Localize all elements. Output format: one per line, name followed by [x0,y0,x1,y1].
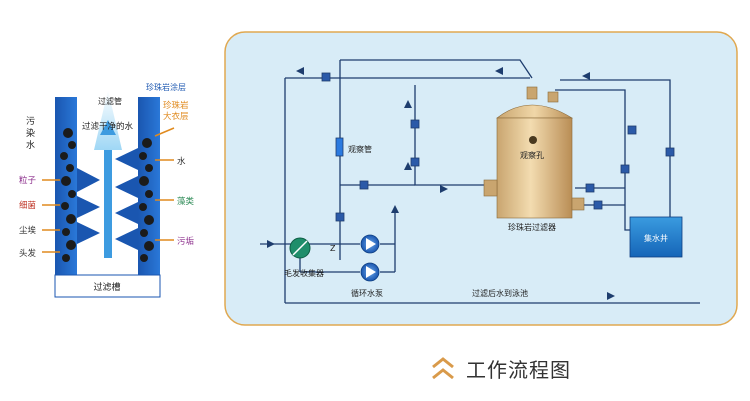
arrow-left-icon [296,67,304,75]
left-pointer-lines [42,179,60,253]
right-pointer-lines [154,127,175,241]
valve-icon [335,212,345,222]
flow-arrows [267,67,615,300]
label-perlite-coat-2: 大衣层 [163,111,189,122]
z-mark: Z [330,244,336,253]
label-particle: 粒子 [19,175,37,186]
valve-icon [321,72,331,82]
label-perlite-coat-1: 珍珠岩 [163,100,189,111]
valve-icon [410,119,420,129]
arrow-left-icon [582,72,590,80]
dirty-water-char-1: 污 [26,115,35,127]
observation-tube-label: 观察管 [348,144,372,154]
pipes [260,59,700,304]
label-dirt: 污垢 [177,236,195,247]
label-bacteria: 细菌 [19,200,36,211]
observation-hole-label: 观察孔 [520,150,544,160]
valve-icon [585,183,595,193]
left-filter-diagram: 过滤槽 过滤管 过滤干净的水 [19,82,195,298]
label-hair: 头发 [19,248,37,259]
circulation-pump-label: 循环水泵 [351,288,383,298]
perlite-filter-label: 珍珠岩过滤器 [508,222,556,232]
arrow-up-icon [391,205,399,213]
right-flow-diagram: 观察管 观察孔 珍珠岩过滤器 集水井 Z 毛发收集器 循环水泵 过滤后水到泳池 [224,31,738,326]
wedge-icon [115,148,138,170]
observation-hole-icon [529,136,537,144]
footer-title-text: 工作流程图 [466,357,571,382]
arrow-right-icon [267,240,275,248]
valves [321,72,675,222]
valve-icon [627,125,637,135]
dirty-water-char-2: 染 [26,127,35,139]
arrow-up-icon [404,100,412,108]
perlite-filter-tank: 观察孔 [483,86,585,219]
valve-icon [620,164,630,174]
up-arrow-icon [100,120,116,135]
wedge-icon [77,196,100,218]
wedge-icon [77,222,100,244]
wedge-icon [115,202,138,224]
wedge-icon [115,228,138,250]
filter-tank-box [54,274,161,298]
observation-tube [335,137,344,157]
arrow-right-icon [607,292,615,300]
clean-water-label: 过滤干净的水 [82,121,134,132]
valve-icon [593,200,603,210]
hair-collector-label: 毛发收集器 [284,268,324,278]
dirty-water-char-3: 水 [26,139,35,151]
collection-well [629,216,683,258]
label-water: 水 [177,156,186,167]
arrow-right-icon [440,185,448,193]
flow-panel [224,31,738,326]
label-perlite-coating: 珍珠岩涂层 [146,82,186,92]
collection-well-label: 集水井 [644,233,668,243]
filter-tube-label: 过滤管 [98,96,122,106]
filter-tank-label: 过滤槽 [93,281,120,293]
footer-title: 工作流程图 [430,354,571,382]
wedge-icon [115,176,138,198]
wedge-icon [77,168,100,192]
arrow-left-icon [495,67,503,75]
label-dust: 尘埃 [19,225,37,236]
double-chevron-up-icon [432,357,454,380]
perlite-particles [60,128,154,262]
filter-wedges [77,148,138,250]
to-pool-label: 过滤后水到泳池 [472,288,528,298]
valve-icon [410,157,420,167]
arrow-up-icon [404,162,412,170]
clean-water-stream [104,150,112,258]
valve-icon [359,180,369,190]
label-algae: 藻类 [177,196,195,207]
valve-icon [665,147,675,157]
